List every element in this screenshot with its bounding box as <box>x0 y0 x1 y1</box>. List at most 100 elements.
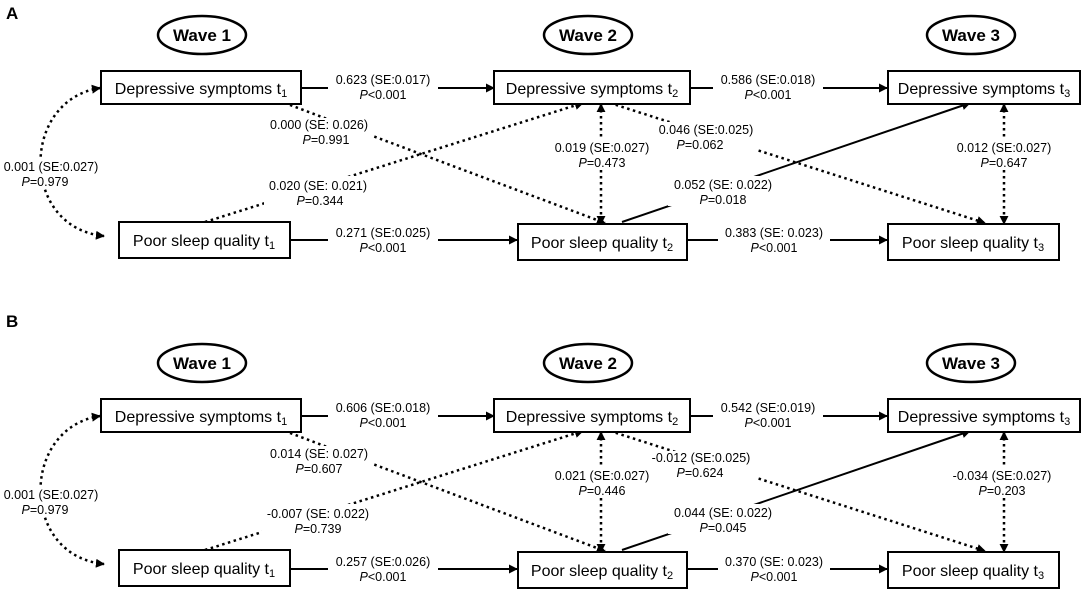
svg-text:P=0.018: P=0.018 <box>700 193 747 207</box>
label-sleep2-sleep3: 0.383 (SE: 0.023) P<0.001 <box>718 225 830 255</box>
svg-text:-0.034 (SE:0.027): -0.034 (SE:0.027) <box>953 469 1052 483</box>
label-cov-wave1: 0.001 (SE:0.027) P=0.979 <box>0 486 104 517</box>
path-sleep1-dep2 <box>204 101 584 224</box>
svg-text:0.000 (SE: 0.026): 0.000 (SE: 0.026) <box>270 118 368 132</box>
panel-label: B <box>6 312 18 331</box>
label-sleep2-dep3: 0.044 (SE: 0.022) P=0.045 <box>668 504 778 535</box>
svg-text:-0.012 (SE:0.025): -0.012 (SE:0.025) <box>652 451 751 465</box>
node-dep1: Depressive symptoms t1 <box>100 398 302 433</box>
panel-label: A <box>6 4 18 23</box>
svg-text:P=0.739: P=0.739 <box>295 522 342 536</box>
svg-text:Depressive symptoms t3: Depressive symptoms t3 <box>898 81 1070 100</box>
label-cov-wave3: 0.012 (SE:0.027) P=0.647 <box>950 140 1058 170</box>
wave-3-label: Wave 3 <box>942 26 1000 45</box>
svg-text:P<0.001: P<0.001 <box>745 416 792 430</box>
svg-text:P<0.001: P<0.001 <box>360 416 407 430</box>
svg-text:0.014 (SE: 0.027): 0.014 (SE: 0.027) <box>270 447 368 461</box>
svg-text:Poor sleep quality t1: Poor sleep quality t1 <box>133 561 275 580</box>
svg-text:0.001 (SE:0.027): 0.001 (SE:0.027) <box>4 488 99 502</box>
svg-text:P=0.203: P=0.203 <box>979 484 1026 498</box>
svg-text:0.370 (SE: 0.023): 0.370 (SE: 0.023) <box>725 555 823 569</box>
svg-text:P=0.979: P=0.979 <box>22 503 69 517</box>
svg-text:Poor sleep quality t3: Poor sleep quality t3 <box>902 235 1044 254</box>
cov-wave1 <box>39 84 105 240</box>
node-dep2: Depressive symptoms t2 <box>493 398 691 433</box>
node-sleep2: Poor sleep quality t2 <box>517 551 688 589</box>
cov-wave1 <box>39 412 105 568</box>
label-sleep2-sleep3: 0.370 (SE: 0.023) P<0.001 <box>718 553 830 584</box>
svg-text:0.542 (SE:0.019): 0.542 (SE:0.019) <box>721 401 816 415</box>
svg-text:P<0.001: P<0.001 <box>751 570 798 584</box>
svg-text:P=0.624: P=0.624 <box>677 466 724 480</box>
svg-text:P=0.979: P=0.979 <box>22 175 69 189</box>
svg-text:0.586 (SE:0.018): 0.586 (SE:0.018) <box>721 73 816 87</box>
svg-text:0.383 (SE: 0.023): 0.383 (SE: 0.023) <box>725 226 823 240</box>
label-dep2-sleep3: -0.012 (SE:0.025) P=0.624 <box>646 451 758 481</box>
svg-text:Poor sleep quality t2: Poor sleep quality t2 <box>531 563 673 582</box>
node-sleep2: Poor sleep quality t2 <box>517 223 688 261</box>
svg-text:0.019 (SE:0.027): 0.019 (SE:0.027) <box>555 141 650 155</box>
svg-text:P=0.647: P=0.647 <box>981 156 1028 170</box>
wave-1-label: Wave 1 <box>173 26 231 45</box>
label-dep1-dep2: 0.606 (SE:0.018) P<0.001 <box>328 401 438 431</box>
svg-text:P<0.001: P<0.001 <box>360 570 407 584</box>
wave-1-header: Wave 1 <box>156 342 248 384</box>
wave-3-header: Wave 3 <box>925 342 1017 384</box>
svg-text:P=0.607: P=0.607 <box>296 462 343 476</box>
node-sleep1: Poor sleep quality t1 <box>118 221 291 259</box>
wave-1-label: Wave 1 <box>173 354 231 373</box>
svg-text:P=0.446: P=0.446 <box>579 484 626 498</box>
svg-text:Poor sleep quality t1: Poor sleep quality t1 <box>133 233 275 252</box>
svg-text:0.012 (SE:0.027): 0.012 (SE:0.027) <box>957 141 1052 155</box>
label-dep1-dep2: 0.623 (SE:0.017) P<0.001 <box>328 73 438 103</box>
svg-text:0.021 (SE:0.027): 0.021 (SE:0.027) <box>555 469 650 483</box>
wave-2-label: Wave 2 <box>559 354 617 373</box>
svg-text:P=0.473: P=0.473 <box>579 156 626 170</box>
svg-text:P<0.001: P<0.001 <box>745 88 792 102</box>
label-sleep1-sleep2: 0.257 (SE:0.026) P<0.001 <box>328 553 438 584</box>
svg-text:Depressive symptoms t1: Depressive symptoms t1 <box>115 81 287 100</box>
node-dep1: Depressive symptoms t1 <box>100 70 302 105</box>
svg-text:Depressive symptoms t3: Depressive symptoms t3 <box>898 409 1070 428</box>
svg-text:0.606 (SE:0.018): 0.606 (SE:0.018) <box>336 401 431 415</box>
label-sleep1-dep2: 0.020 (SE: 0.021) P=0.344 <box>264 176 374 208</box>
node-sleep3: Poor sleep quality t3 <box>887 223 1060 261</box>
label-cov-wave2: 0.019 (SE:0.027) P=0.473 <box>548 140 656 170</box>
svg-text:Depressive symptoms t2: Depressive symptoms t2 <box>506 409 678 428</box>
label-sleep1-sleep2: 0.271 (SE:0.025) P<0.001 <box>328 225 438 255</box>
svg-text:-0.007 (SE: 0.022): -0.007 (SE: 0.022) <box>267 507 369 521</box>
svg-text:Depressive symptoms t1: Depressive symptoms t1 <box>115 409 287 428</box>
svg-text:0.623 (SE:0.017): 0.623 (SE:0.017) <box>336 73 431 87</box>
svg-text:Poor sleep quality t2: Poor sleep quality t2 <box>531 235 673 254</box>
svg-text:Depressive symptoms t2: Depressive symptoms t2 <box>506 81 678 100</box>
svg-text:0.046 (SE:0.025): 0.046 (SE:0.025) <box>659 123 754 137</box>
svg-text:P<0.001: P<0.001 <box>360 88 407 102</box>
label-sleep2-dep3: 0.052 (SE: 0.022) P=0.018 <box>668 176 778 207</box>
node-dep2: Depressive symptoms t2 <box>493 70 691 105</box>
wave-3-label: Wave 3 <box>942 354 1000 373</box>
label-dep1-sleep2: 0.014 (SE: 0.027) P=0.607 <box>265 446 373 476</box>
svg-text:P<0.001: P<0.001 <box>751 241 798 255</box>
label-cov-wave1: 0.001 (SE:0.027) P=0.979 <box>0 158 104 189</box>
node-sleep1: Poor sleep quality t1 <box>118 549 291 587</box>
svg-text:0.052 (SE: 0.022): 0.052 (SE: 0.022) <box>674 178 772 192</box>
svg-text:P=0.045: P=0.045 <box>700 521 747 535</box>
wave-2-header: Wave 2 <box>542 342 634 384</box>
label-cov-wave2: 0.021 (SE:0.027) P=0.446 <box>548 468 656 498</box>
node-sleep3: Poor sleep quality t3 <box>887 551 1060 589</box>
path-sleep1-dep2 <box>204 429 584 552</box>
node-dep3: Depressive symptoms t3 <box>887 70 1081 105</box>
label-dep2-dep3: 0.542 (SE:0.019) P<0.001 <box>713 401 823 431</box>
label-cov-wave3: -0.034 (SE:0.027) P=0.203 <box>944 468 1062 498</box>
wave-2-header: Wave 2 <box>542 14 634 56</box>
svg-text:P=0.991: P=0.991 <box>303 133 350 147</box>
svg-text:P<0.001: P<0.001 <box>360 241 407 255</box>
svg-text:Poor sleep quality t3: Poor sleep quality t3 <box>902 563 1044 582</box>
wave-1-header: Wave 1 <box>156 14 248 56</box>
svg-text:0.020 (SE: 0.021): 0.020 (SE: 0.021) <box>269 179 367 193</box>
svg-text:0.001 (SE:0.027): 0.001 (SE:0.027) <box>4 160 99 174</box>
label-dep2-dep3: 0.586 (SE:0.018) P<0.001 <box>713 73 823 103</box>
label-dep2-sleep3: 0.046 (SE:0.025) P=0.062 <box>654 122 758 152</box>
svg-text:P=0.062: P=0.062 <box>677 138 724 152</box>
